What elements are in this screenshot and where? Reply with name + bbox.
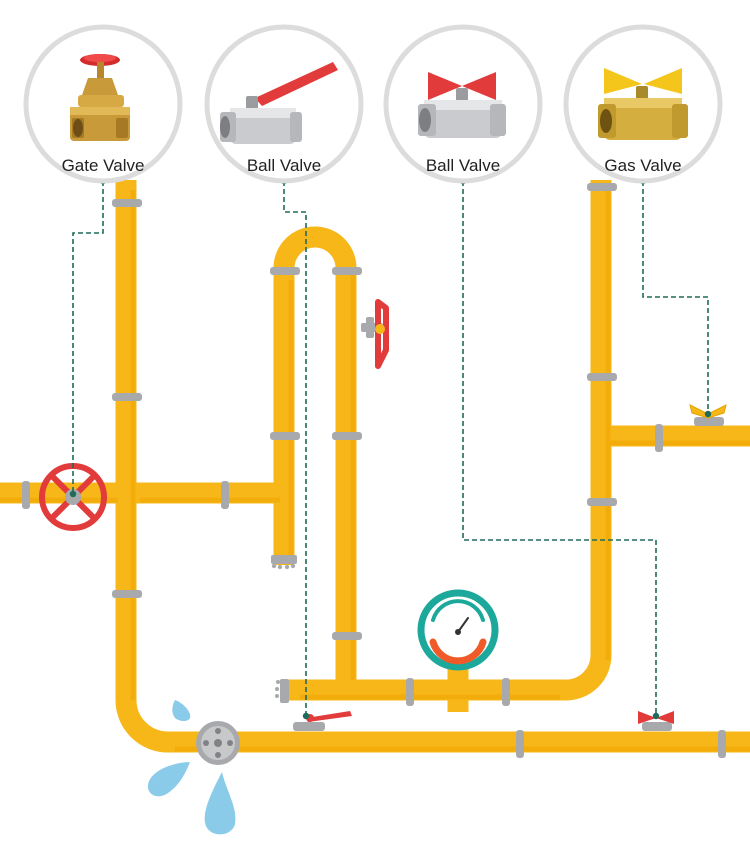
pressure-gauge bbox=[417, 589, 499, 671]
ball-valve-2-label: Ball Valve bbox=[426, 156, 500, 175]
ball-valve-1-label: Ball Valve bbox=[247, 156, 321, 175]
leader-lines bbox=[72, 181, 709, 716]
water-drop-icon bbox=[172, 700, 191, 721]
leader-gate-valve bbox=[72, 181, 104, 492]
callout-ball-valve-2: Ball Valve bbox=[383, 24, 543, 184]
water-drop-icon bbox=[147, 762, 190, 797]
leader-gas-valve bbox=[642, 181, 709, 412]
leader-ball-valve-1 bbox=[283, 181, 307, 716]
pipe-network bbox=[0, 180, 750, 753]
pipe-middle-horizontal bbox=[282, 180, 612, 701]
callout-gate-valve: Gate Valve bbox=[23, 24, 183, 184]
pipe-main-vertical bbox=[115, 180, 750, 753]
leader-ball-valve-2 bbox=[462, 181, 657, 715]
pipe-collars bbox=[22, 183, 726, 758]
callout-gas-valve: Gas Valve bbox=[563, 24, 723, 184]
bottom-ball-valve-left bbox=[293, 711, 352, 731]
leader-dots bbox=[69, 177, 712, 720]
water-drops bbox=[147, 700, 236, 835]
pipe-end-cap bbox=[271, 555, 297, 570]
leak-fitting bbox=[196, 721, 240, 765]
gate-valve-label: Gate Valve bbox=[62, 156, 145, 175]
gate-valve-icon bbox=[70, 54, 130, 141]
pipe-left-cap bbox=[275, 679, 289, 703]
pipe-u-bend bbox=[273, 226, 357, 687]
pipe-shading bbox=[0, 190, 750, 752]
ball-valve-red-handle-icon bbox=[220, 62, 338, 144]
bottom-butterfly-valve bbox=[638, 711, 674, 731]
side-wheel-valve bbox=[361, 299, 389, 369]
gas-valve-yellow-handle-icon bbox=[598, 68, 688, 140]
ball-valve-red-butterfly-icon bbox=[418, 72, 506, 138]
water-drop-icon bbox=[204, 772, 236, 835]
callout-ball-valve-1: Ball Valve bbox=[204, 24, 364, 184]
gas-valve-label: Gas Valve bbox=[604, 156, 681, 175]
